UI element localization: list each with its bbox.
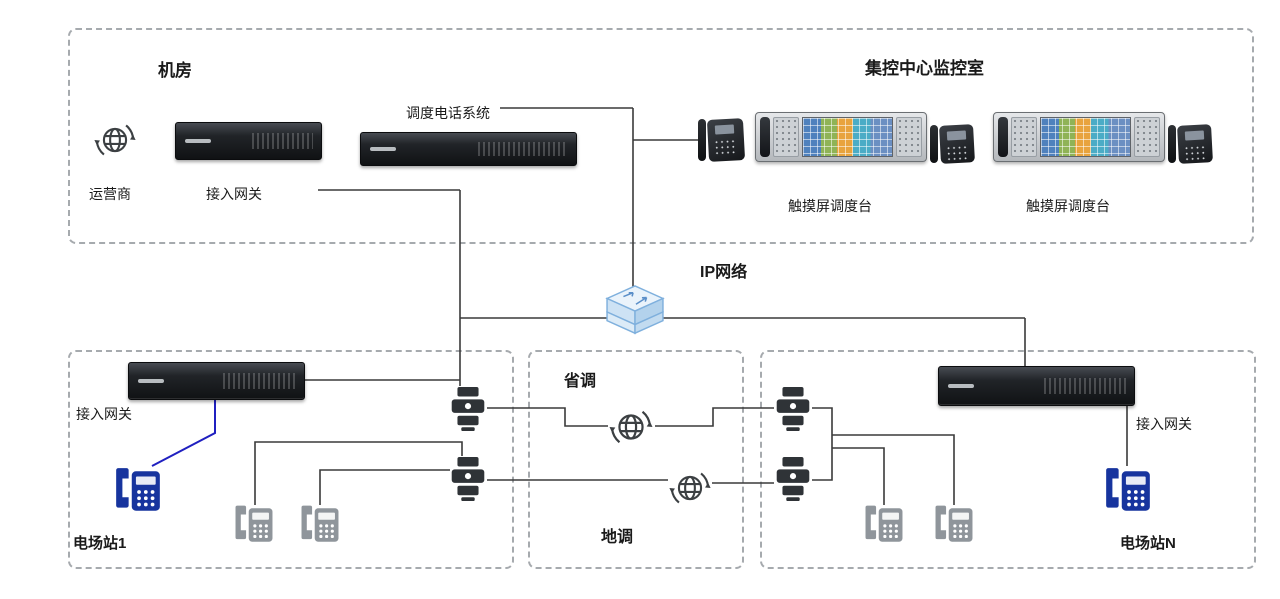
connector-line: [487, 407, 608, 427]
touch-console-label-2: 触摸屏调度台: [1026, 198, 1110, 214]
dispatch-phone-system-device: [360, 132, 577, 166]
analog-phone-icon: [932, 502, 976, 548]
phone-keypad: [1183, 144, 1207, 161]
phone-keypad: [713, 138, 737, 155]
zone-station-n: [760, 350, 1256, 569]
protocol-converter-icon: [774, 386, 812, 432]
connector-line: [832, 447, 885, 505]
access-gateway-device: [175, 122, 322, 160]
touch-console-device-2: [993, 112, 1165, 162]
protocol-converter-icon: [449, 456, 487, 502]
phone-keypad: [945, 144, 969, 161]
console-keypad-right: [1134, 117, 1160, 157]
phone-screen: [1184, 130, 1205, 141]
zone-machine-room-and-control-center: [68, 28, 1254, 244]
connector-line: [812, 407, 833, 481]
stationN-gateway-device: [938, 366, 1135, 406]
station1-gateway-label: 接入网关: [76, 406, 132, 422]
console-keypad-right: [896, 117, 922, 157]
machine-room-title: 机房: [158, 61, 192, 80]
console-touchscreen: [1040, 117, 1131, 157]
console-handset: [760, 117, 770, 157]
connector-line: [319, 469, 450, 505]
analog-phone-icon: [862, 502, 906, 548]
dispatch-system-label: 调度电话系统: [406, 105, 490, 121]
protocol-converter-icon: [774, 456, 812, 502]
carrier-globe-icon: [92, 117, 138, 163]
connector-line: [655, 407, 774, 427]
access-gateway-label: 接入网关: [206, 186, 262, 202]
analog-phone-icon: [232, 502, 276, 548]
desk-phone-device: [698, 116, 746, 164]
console-keypad-left: [1011, 117, 1037, 157]
stationN-title: 电场站N: [1120, 535, 1176, 552]
desk-phone-device: [1168, 122, 1213, 166]
zone-dispatch-centers: [528, 350, 744, 569]
carrier-label: 运营商: [89, 186, 131, 202]
ip-phone-blue-icon: [1102, 462, 1154, 520]
touch-console-device-1: [755, 112, 927, 162]
local-dispatch-globe-icon: [667, 465, 713, 511]
province-dispatch-globe-icon: [607, 403, 655, 451]
console-touchscreen: [802, 117, 893, 157]
console-handset: [998, 117, 1008, 157]
desk-phone-device: [930, 122, 975, 166]
console-keypad-left: [773, 117, 799, 157]
phone-handset: [930, 125, 938, 163]
zone-station-1: [68, 350, 514, 569]
ip-switch-icon: [603, 285, 667, 339]
connector-line: [254, 441, 463, 505]
phone-handset: [1168, 125, 1176, 163]
ip-network-label: IP网络: [700, 264, 748, 281]
phone-screen: [946, 130, 967, 141]
stationN-gateway-label: 接入网关: [1136, 416, 1192, 432]
phone-screen: [714, 124, 735, 135]
phone-handset: [698, 119, 706, 161]
station1-title: 电场站1: [73, 535, 127, 552]
control-center-title: 集控中心监控室: [865, 59, 984, 78]
analog-phone-icon: [298, 502, 342, 548]
blue-connector-line: [151, 397, 216, 467]
ip-phone-blue-icon: [112, 462, 164, 520]
connector-line: [832, 434, 955, 505]
black-connectors: [254, 107, 1128, 505]
province-dispatch-label: 省调: [564, 373, 597, 390]
station1-gateway-device: [128, 362, 305, 400]
protocol-converter-icon: [449, 386, 487, 432]
touch-console-label-1: 触摸屏调度台: [788, 198, 872, 214]
local-dispatch-label: 地调: [601, 529, 634, 546]
